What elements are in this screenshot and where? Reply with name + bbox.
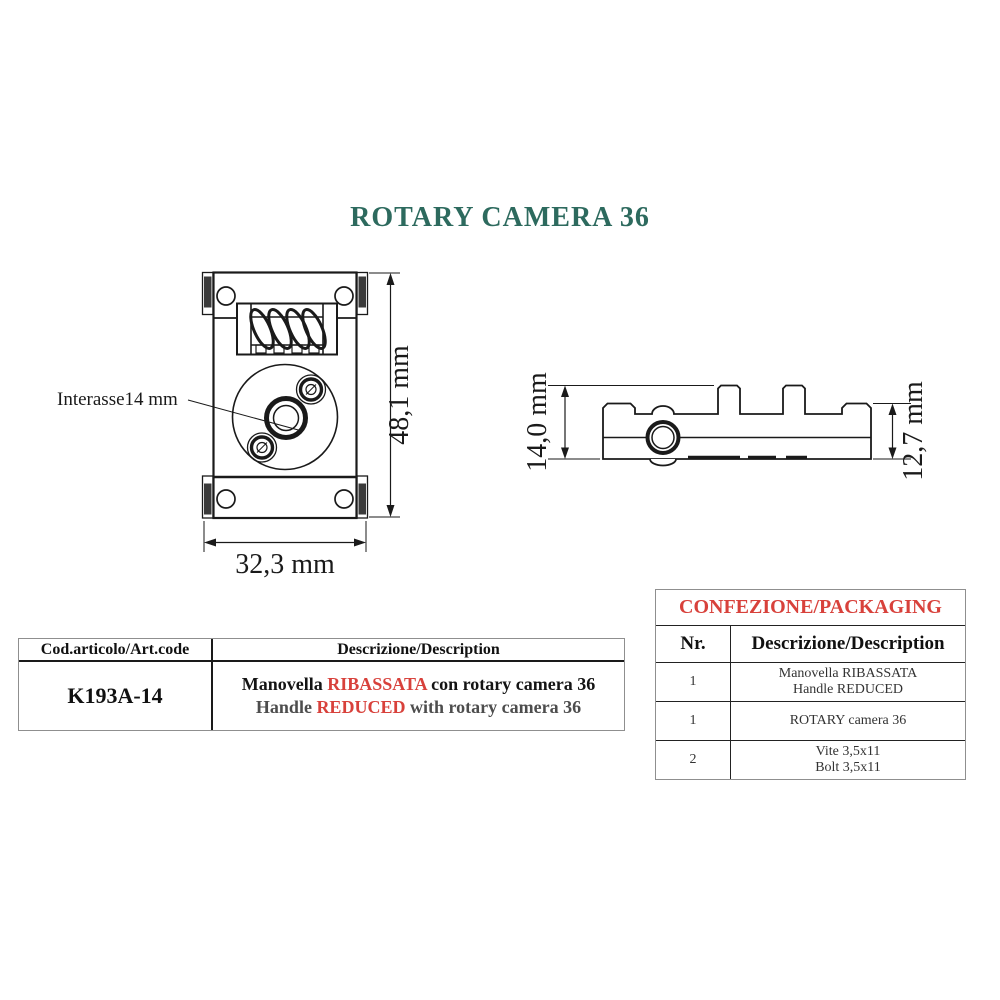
packaging-table-header: Nr. Descrizione/Description [656,626,965,663]
article-desc-italian: Manovella RIBASSATA con rotary camera 36 [242,673,595,696]
front-view-drawing: Interasse14 mm 48,1 mm 32,3 mm [57,271,415,580]
side-height-dimension-right: 12,7 mm [873,381,929,481]
front-width-dim-label: 32,3 mm [235,549,335,580]
packaging-desc-line: Bolt 3,5x11 [815,760,881,775]
article-code-value: K193A-14 [19,662,213,730]
packaging-table: CONFEZIONE/PACKAGING Nr. Descrizione/Des… [655,589,966,780]
desc-it-pre: Manovella [241,674,328,694]
front-width-dimension: 32,3 mm [203,521,367,580]
screw-boss-upper [295,374,327,405]
article-code-header: Cod.articolo/Art.code [19,639,213,660]
desc-it-highlight: RIBASSATA [327,674,427,694]
side-view-drawing: 14,0 mm 12,7 mm [522,372,929,481]
article-table-row: K193A-14 Manovella RIBASSATA con rotary … [19,662,624,730]
packaging-table-title: CONFEZIONE/PACKAGING [656,590,965,626]
packaging-row-qty: 1 [656,663,731,701]
side-dim-right-label: 12,7 mm [898,381,929,481]
packaging-nr-header: Nr. [656,626,731,662]
packaging-desc-line: Manovella RIBASSATA [778,666,918,681]
packaging-desc-line: Handle REDUCED [792,682,904,697]
technical-drawings: Interasse14 mm 48,1 mm 32,3 mm [57,271,929,580]
page-title: ROTARY CAMERA 36 [350,202,650,233]
article-desc-header: Descrizione/Description [337,640,500,658]
article-description: Manovella RIBASSATA con rotary camera 36… [213,662,624,730]
packaging-row: 2 Vite 3,5x11 Bolt 3,5x11 [656,741,965,779]
article-table-header: Cod.articolo/Art.code Descrizione/Descri… [19,639,624,662]
packaging-desc-line: ROTARY camera 36 [789,713,907,728]
packaging-row-qty: 1 [656,702,731,740]
desc-it-post: con rotary camera 36 [426,674,596,694]
article-table: Cod.articolo/Art.code Descrizione/Descri… [18,638,625,731]
desc-en-highlight: REDUCED [316,697,406,717]
desc-en-pre: Handle [255,697,317,717]
interasse-label: Interasse14 mm [57,389,178,410]
packaging-desc-line: Vite 3,5x11 [815,744,881,759]
packaging-row: 1 ROTARY camera 36 [656,702,965,741]
packaging-row-desc: Manovella RIBASSATA Handle REDUCED [731,663,965,701]
worm-gear [236,302,338,356]
article-desc-english: Handle REDUCED with rotary camera 36 [256,696,581,719]
front-height-dim-label: 48,1 mm [384,345,415,445]
screw-boss-lower [246,432,278,463]
cam-disc [231,363,339,471]
interasse-leader-line [187,399,303,432]
packaging-desc-header: Descrizione/Description [751,633,945,654]
side-profile-outline [602,384,872,460]
packaging-row-desc: Vite 3,5x11 Bolt 3,5x11 [731,741,965,779]
packaging-row: 1 Manovella RIBASSATA Handle REDUCED [656,663,965,702]
packaging-row-qty: 2 [656,741,731,779]
plate-holes [216,286,354,509]
desc-en-post: with rotary camera 36 [405,697,582,717]
side-dim-left-label: 14,0 mm [522,372,553,472]
packaging-row-desc: ROTARY camera 36 [731,702,965,740]
side-height-dimension-left: 14,0 mm [522,372,714,472]
front-height-dimension: 48,1 mm [369,272,415,518]
